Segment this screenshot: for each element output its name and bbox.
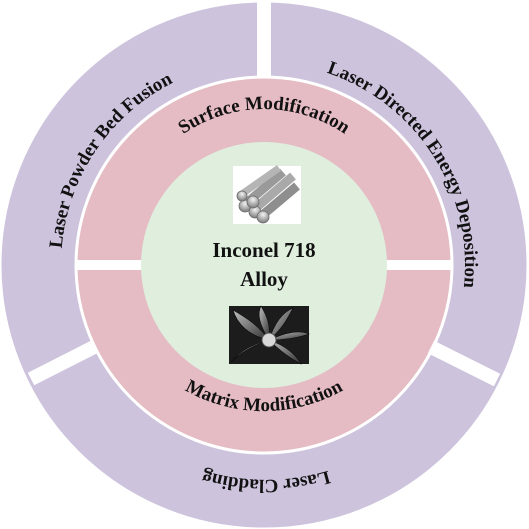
separator-lower-left [27, 340, 98, 386]
metal-rods-icon [233, 165, 301, 224]
turbine-blades-icon [229, 305, 310, 365]
separator-lower-right [427, 340, 501, 387]
center-disc [141, 142, 387, 388]
center-title-line1: Inconel 718 [212, 238, 315, 262]
center-title-line2: Alloy [240, 267, 288, 291]
